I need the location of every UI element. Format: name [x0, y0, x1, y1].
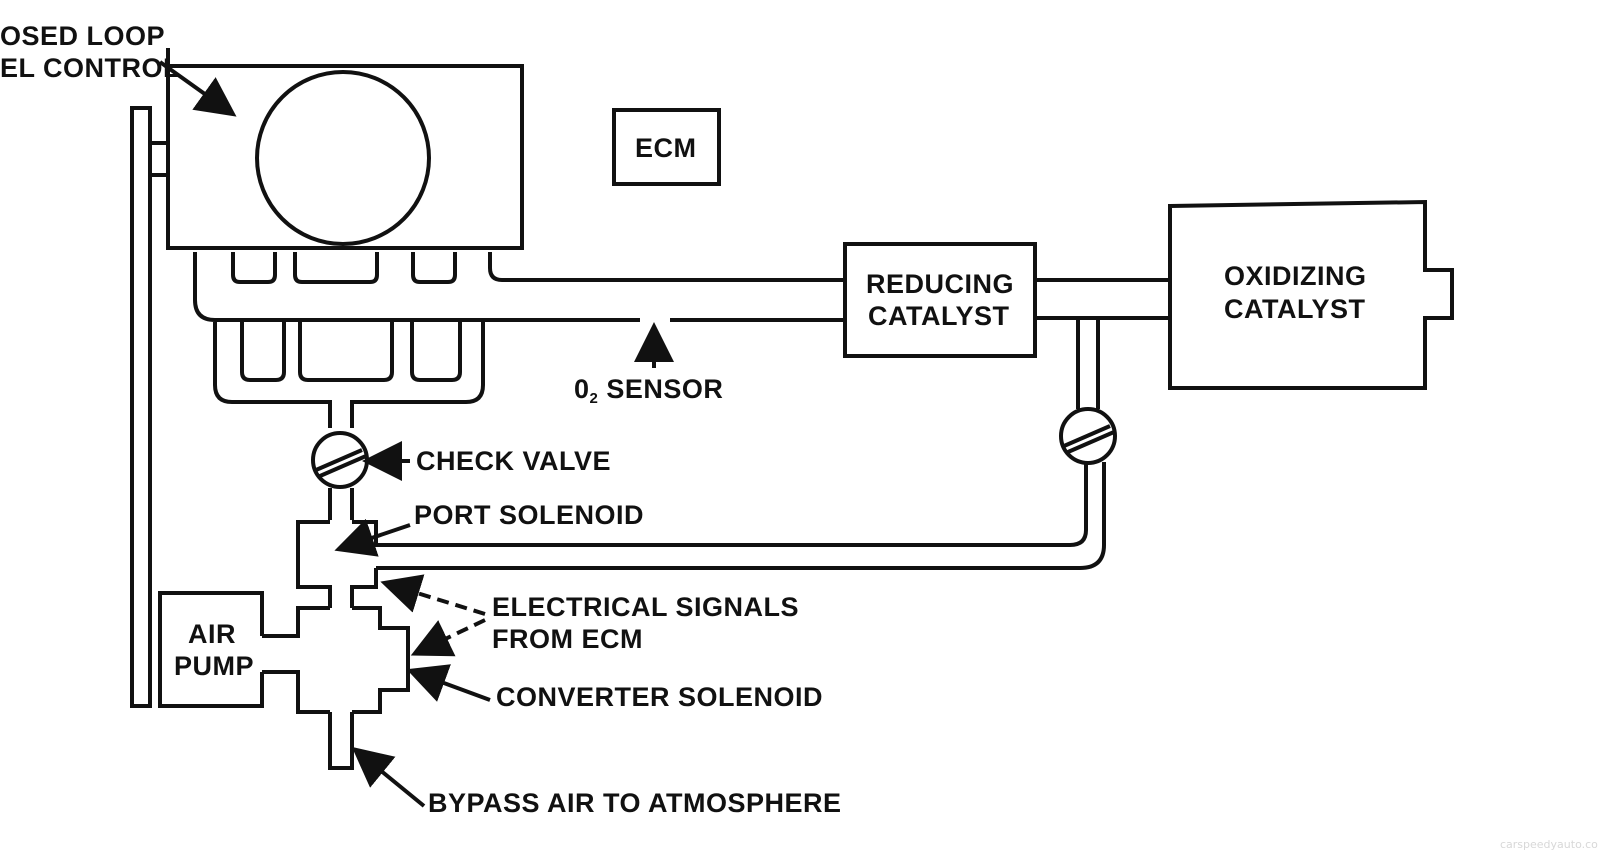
check-valve-right-icon: [1059, 407, 1117, 465]
check-valve-icon: [311, 431, 369, 489]
ecm-label: ECM: [635, 133, 697, 163]
air-pump-label-line2: PUMP: [174, 651, 254, 681]
exhaust-manifold: [193, 252, 845, 322]
leader-lines: [158, 60, 674, 808]
engine: [166, 48, 524, 250]
watermark: carspeedyauto.co: [1500, 838, 1598, 851]
reducing-catalyst: [843, 242, 1037, 358]
air-pump: [158, 591, 264, 708]
bypass-outlet: [328, 712, 354, 770]
oxidizing-catalyst-label-line2: CATALYST: [1224, 294, 1366, 324]
port-solenoid: [296, 462, 1106, 608]
drive-belt: [130, 106, 170, 708]
oxidizing-catalyst-label-line1: OXIDIZING: [1224, 261, 1367, 291]
electrical-signals-label-line2: FROM ECM: [492, 624, 643, 654]
ecm-box: [612, 108, 721, 186]
check-valve-label: CHECK VALVE: [416, 446, 611, 476]
oxidizing-catalyst: [1168, 199, 1454, 390]
o2-sensor-label: 02 SENSOR: [574, 374, 723, 407]
electrical-signals-label-line1: ELECTRICAL SIGNALS: [492, 592, 799, 622]
air-injection-manifold: [213, 322, 485, 428]
air-cleaner-circle: [255, 70, 431, 246]
closed-loop-label-line1: OSED LOOP: [0, 21, 165, 51]
converter-solenoid-label: CONVERTER SOLENOID: [496, 682, 823, 712]
reducing-catalyst-label-line1: REDUCING: [866, 269, 1014, 299]
closed-loop-label-line2: EL CONTROL: [0, 53, 180, 83]
air-pump-label-line1: AIR: [188, 619, 236, 649]
reducing-catalyst-label-line2: CATALYST: [868, 301, 1010, 331]
port-solenoid-label: PORT SOLENOID: [414, 500, 644, 530]
converter-solenoid: [262, 606, 410, 714]
bypass-label: BYPASS AIR TO ATMOSPHERE: [428, 788, 842, 818]
